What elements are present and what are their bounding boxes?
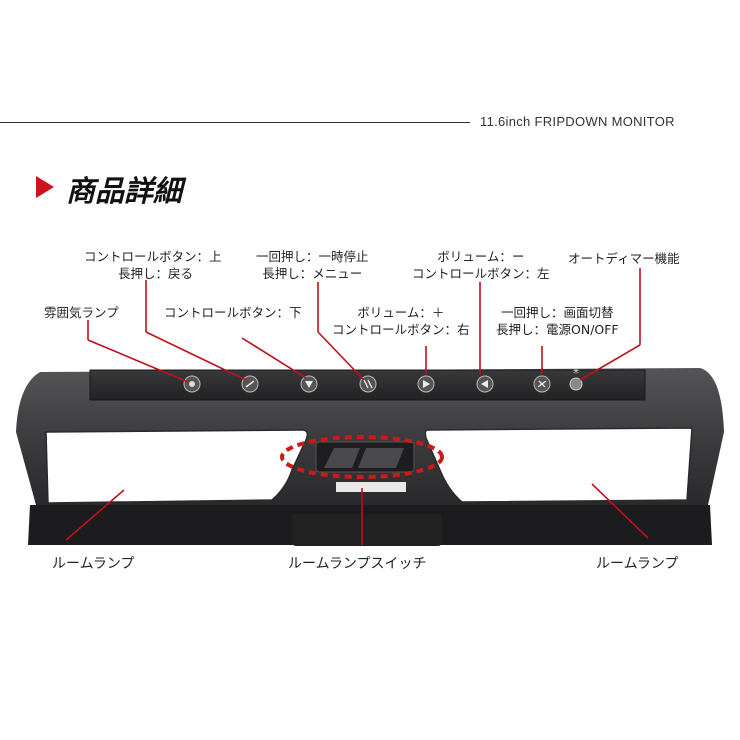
callout-volume-down-left: ボリューム：ー コントロールボタン：左 [412, 248, 550, 282]
callout-lines [65, 268, 649, 545]
callout-pause-menu: 一回押し：一時停止 長押し：メニュー [256, 248, 369, 282]
callout-line: 長押し：戻る [118, 266, 194, 281]
room-lamp-left-lens [45, 429, 309, 504]
callout-line: 長押し：電源ON/OFF [496, 322, 619, 337]
lamp-icon[interactable] [183, 375, 201, 393]
section-title: 商品詳細 [66, 174, 183, 208]
callout-line: 一回押し：一時停止 [256, 249, 369, 264]
section-marker-icon [36, 176, 54, 198]
callout-line: ボリューム：＋ [357, 305, 445, 320]
callout-line: ルームランプ [596, 556, 679, 572]
callout-line: コントロールボタン：右 [332, 322, 470, 337]
product-name: 11.6inch FRIPDOWN MONITOR [480, 114, 675, 129]
lower-slot [292, 514, 442, 546]
callout-line: ボリューム：ー [437, 249, 525, 264]
header-rule [0, 122, 470, 123]
callout-line: コントロールボタン：下 [164, 305, 302, 320]
callout-line: オートディマー機能 [568, 251, 680, 266]
callout-screen-power: 一回押し：画面切替 長押し：電源ON/OFF [496, 304, 619, 338]
callout-line: ルームランプ [52, 556, 135, 572]
callout-line: 一回押し：画面切替 [501, 305, 614, 320]
callout-mood-lamp: 雰囲気ランプ [44, 304, 119, 321]
callout-auto-dimmer: オートディマー機能 [568, 250, 680, 267]
down-arrow-icon[interactable] [300, 375, 318, 393]
callout-room-lamp-right: ルームランプ [596, 556, 678, 573]
play-right-icon[interactable] [417, 375, 435, 393]
callout-volume-up-right: ボリューム：＋ コントロールボタン：右 [332, 304, 470, 338]
power-icon[interactable] [533, 375, 551, 393]
callout-line: コントロールボタン：上 [84, 249, 222, 264]
callout-line: 雰囲気ランプ [44, 305, 119, 320]
callout-line: コントロールボタン：左 [412, 266, 550, 281]
callout-line: 長押し：メニュー [262, 266, 363, 281]
callout-control-up: コントロールボタン：上 長押し：戻る [84, 248, 222, 282]
sensor-icon: ✳ [569, 367, 583, 391]
room-lamp-switch[interactable] [315, 441, 415, 492]
callout-room-lamp-switch: ルームランプスイッチ [288, 556, 426, 573]
callout-control-down: コントロールボタン：下 [164, 304, 302, 321]
callout-room-lamp-left: ルームランプ [52, 556, 134, 573]
room-lamp-right-lens [424, 427, 693, 503]
left-arrow-icon[interactable] [476, 375, 494, 393]
switch-highlight-ring [280, 435, 444, 479]
svg-text:✳: ✳ [572, 367, 580, 377]
callout-line: ルームランプスイッチ [288, 556, 427, 572]
